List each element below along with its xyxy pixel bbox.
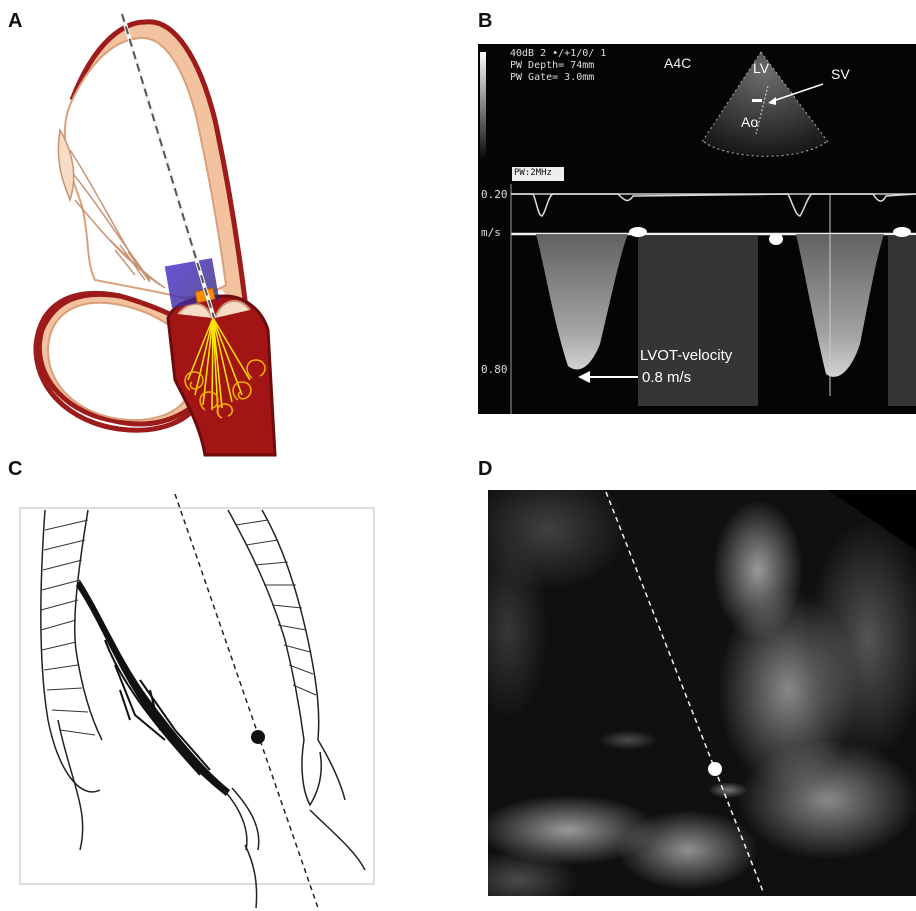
view-label: A4C xyxy=(664,55,691,71)
sample-volume-dot xyxy=(708,762,722,776)
aorta xyxy=(168,296,275,455)
settings-line: PW Depth= 74mm xyxy=(510,60,606,72)
scale-top: 0.20 xyxy=(481,188,508,201)
ecg-trace xyxy=(511,194,916,216)
panel-label-d: D xyxy=(478,458,492,481)
annotation-value: 0.8 m/s xyxy=(642,369,691,386)
panel-c-frame xyxy=(20,508,374,884)
grayscale-bar xyxy=(480,52,486,162)
doppler-color-box xyxy=(165,258,220,308)
panel-a-heart-illustration xyxy=(0,0,460,460)
panel-label-c: C xyxy=(8,458,22,481)
ultrasound-settings: 40dB 2 •/+1/0/ 1 PW Depth= 74mm PW Gate=… xyxy=(510,48,606,84)
panel-label-b: B xyxy=(478,10,492,33)
ao-label: Ao xyxy=(741,114,758,130)
panel-c-line-drawing xyxy=(0,490,460,911)
sample-volume-dot xyxy=(251,730,265,744)
lv-label: LV xyxy=(753,60,769,76)
scale-bottom: 0.80 xyxy=(481,363,508,376)
settings-line: PW Gate= 3.0mm xyxy=(510,72,606,84)
sv-label: SV xyxy=(831,66,850,82)
settings-line: 40dB 2 •/+1/0/ 1 xyxy=(510,48,606,60)
echo-texture xyxy=(488,490,916,896)
scale-units: m/s xyxy=(481,226,501,239)
pw-label: PW:2MHz xyxy=(514,168,552,178)
annotation-title: LVOT-velocity xyxy=(640,347,732,364)
panel-d-echo-image xyxy=(488,490,916,896)
